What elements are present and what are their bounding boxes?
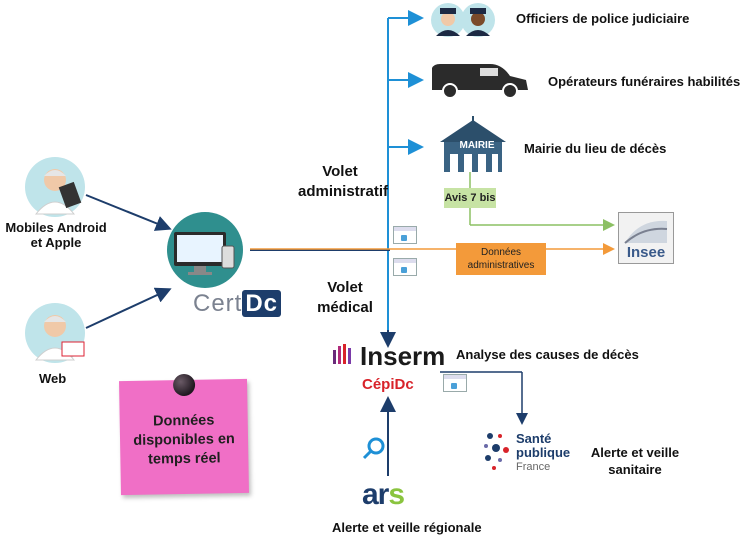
doctor-mobile-icon (25, 157, 85, 217)
document-icon (393, 226, 417, 244)
analyse-label: Analyse des causes de décès (456, 347, 639, 362)
insee-logo: Insee (618, 212, 674, 264)
doctor-web-icon (25, 303, 85, 363)
insee-mark-icon (624, 220, 668, 244)
mobile-label: Mobiles Android et Apple (5, 220, 107, 250)
officiers-label: Officiers de police judiciaire (516, 11, 690, 26)
hearse-icon (432, 64, 528, 99)
donnees-admin-box: Données administratives (456, 243, 546, 275)
arrow-web (85, 287, 172, 329)
cepidc-logo: CépiDc (362, 376, 414, 393)
alerte-regionale-label: Alerte et veille régionale (332, 520, 482, 535)
sticky-note: Données disponibles en temps réel (119, 373, 249, 496)
computer-icon (167, 212, 243, 288)
sante-publique-logo: Santé publique France (516, 431, 571, 474)
mairie-sign: MAIRIE (459, 140, 495, 151)
volet-admin-label: Volet administratif (298, 163, 389, 200)
web-label: Web (39, 371, 67, 386)
avis-badge: Avis 7 bis (444, 188, 496, 208)
inserm-logo: Inserm (360, 341, 446, 371)
funeraires-label: Opérateurs funéraires habilités (548, 74, 741, 89)
magnifier-icon (362, 437, 385, 460)
volet-medical-label: Volet médical (317, 279, 373, 316)
town-hall-icon (440, 116, 506, 172)
police-officers-icon (431, 3, 495, 37)
alerte-sanitaire-label: Alerte et veille sanitaire (590, 445, 680, 477)
inserm-bars-icon (333, 344, 351, 364)
ars-logo: ars (362, 478, 405, 511)
arrow-mobile (85, 194, 172, 231)
document-icon (443, 374, 467, 392)
mairie-label: Mairie du lieu de décès (524, 141, 667, 156)
document-icon (393, 258, 417, 276)
pin-icon (172, 373, 196, 397)
sante-publique-dots-icon (484, 433, 509, 470)
